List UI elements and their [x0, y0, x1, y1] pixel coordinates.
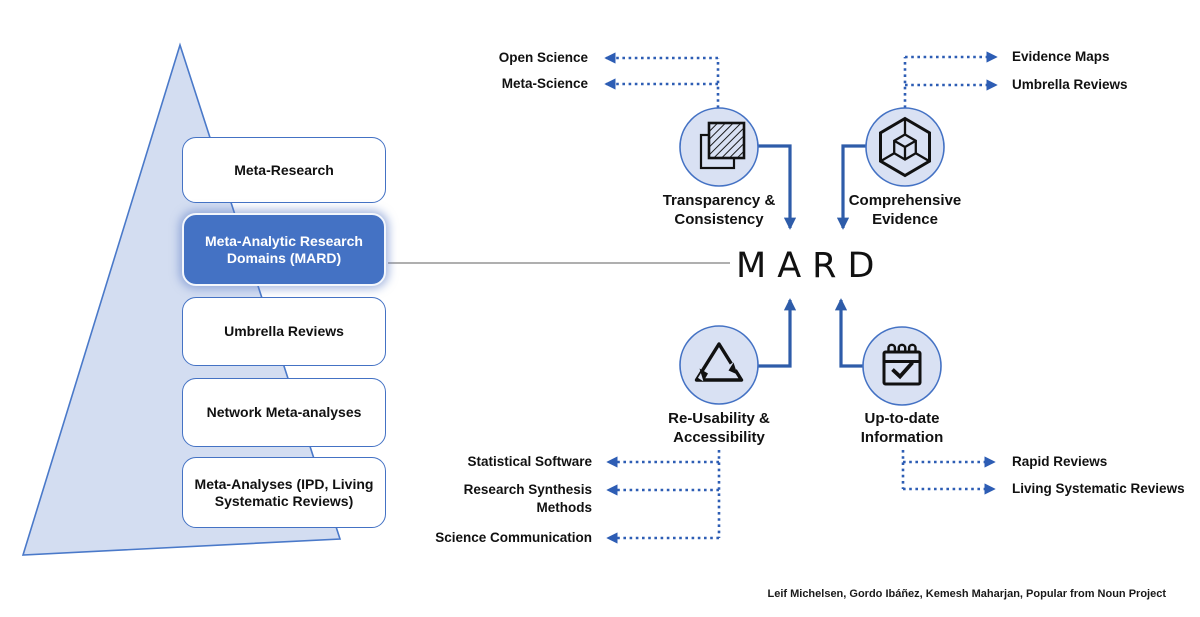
recycle-triangle-icon	[694, 342, 744, 382]
pyramid-level-label: Meta-Analytic Research Domains (MARD)	[205, 232, 363, 266]
attribution-credit: Leif Michelsen, Gordo Ibáñez, Kemesh Mah…	[767, 588, 1166, 600]
overlapping-squares-transparency-icon	[699, 121, 746, 170]
pyramid-level-network-meta-analyses: Network Meta-analyses	[182, 378, 386, 447]
reusability-accessibility-label: Re-Usability & Accessibility	[668, 410, 770, 446]
solid-arrows	[757, 144, 866, 368]
pyramid-level-umbrella-reviews: Umbrella Reviews	[182, 297, 386, 366]
arrow-comprehensive-to-mard	[836, 144, 866, 230]
science-communication-label: Science Communication	[435, 530, 592, 545]
open-science-label: Open Science	[498, 50, 588, 65]
statistical-software-label: Statistical Software	[467, 454, 592, 469]
comprehensive-evidence-label: Comprehensive Evidence	[848, 192, 962, 228]
evidence-maps-label: Evidence Maps	[1012, 49, 1110, 64]
pyramid-level-meta-analyses: Meta-Analyses (IPD, Living Systematic Re…	[182, 457, 386, 528]
dotted-connectors	[604, 51, 998, 544]
pyramid-level-mard: Meta-Analytic Research Domains (MARD)	[182, 213, 386, 286]
arrow-transparency-to-mard	[757, 144, 797, 230]
rapid-reviews-label: Rapid Reviews	[1012, 454, 1108, 469]
living-systematic-reviews-label: Living Systematic Reviews	[1012, 481, 1185, 496]
meta-science-label: Meta-Science	[501, 76, 588, 91]
transparency-consistency-label: Transparency & Consistency	[662, 192, 776, 228]
calendar-check-icon	[882, 343, 922, 386]
mard-central-title: MARD	[736, 246, 886, 286]
pyramid-level-label: Network Meta-analyses	[206, 404, 362, 420]
arrow-reusability-to-mard	[757, 298, 797, 368]
uptodate-circle	[862, 326, 942, 406]
uptodate-information-label: Up-to-date Information	[860, 410, 944, 446]
research-synthesis-methods-label: Research Synthesis Methods	[463, 482, 592, 515]
pyramid-level-label: Meta-Research	[234, 161, 334, 178]
pyramid-level-label: Umbrella Reviews	[224, 323, 344, 339]
pyramid-level-label: Meta-Analyses (IPD, Living Systematic Re…	[194, 475, 374, 509]
cube-in-hexagon-icon	[879, 116, 931, 178]
reusability-circle	[679, 325, 759, 405]
pyramid-level-meta-research: Meta-Research	[182, 137, 386, 203]
umbrella-reviews-satellite-label: Umbrella Reviews	[1012, 77, 1128, 92]
arrow-uptodate-to-mard	[834, 298, 863, 368]
